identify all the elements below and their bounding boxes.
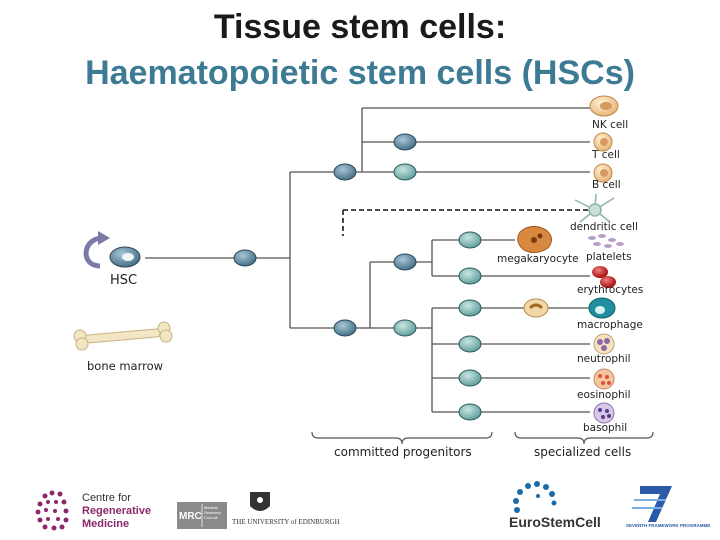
crm-text-2: Regenerative [82,505,152,517]
progenitor-cell-icon [333,319,357,337]
megakaryocyte-label: megakaryocyte [497,253,579,265]
platelets-label: platelets [586,251,632,263]
progenitor-cell-icon [458,299,482,317]
nk-cell-icon [589,95,619,117]
eurostemcell-text: EuroStemCell [509,514,601,530]
progenitor-cell-icon [333,163,357,181]
crm-logo-icon [35,490,69,531]
macrophage-icon [588,297,616,319]
t-cell-label: T cell [592,149,620,161]
b-cell-label: B cell [592,179,621,191]
progenitor-cells [233,133,482,421]
progenitor-cell-icon [393,253,417,271]
self-renewal-arrow-icon [83,231,110,269]
dendritic-cell-icon [574,193,615,223]
eosinophil-label: eosinophil [577,389,631,401]
eurostemcell-logo-icon [513,481,557,513]
progenitor-cell-icon [233,249,257,267]
hsc-label: HSC [110,273,138,288]
fp7-text: SEVENTH FRAMEWORK PROGRAMME [626,523,711,528]
connector-lines [145,107,590,413]
fp7-logo-icon [632,486,672,522]
platelets-icon [588,234,624,248]
mrc-sub-text: Medical Research Council [204,505,222,520]
nk-cell-label: NK cell [592,119,629,131]
basophil-label: basophil [583,422,628,434]
progenitor-cell-icon [458,369,482,387]
hsc-cell-icon [109,246,141,268]
progenitor-cell-icon [458,335,482,353]
progenitor-cell-icon [393,319,417,337]
crm-text-1: Centre for [82,492,131,504]
crm-text-3: Medicine [82,518,130,530]
bone-icon [73,321,173,351]
progenitor-cell-icon [458,267,482,285]
macrophage-label: macrophage [577,319,643,331]
title-line-1: Tissue stem cells: [213,8,507,46]
neutrophil-label: neutrophil [577,353,631,365]
dendritic-cell-label: dendritic cell [570,221,638,233]
braces [311,431,654,445]
progenitor-cell-icon [393,133,417,151]
progenitor-cell-icon [458,403,482,421]
basophil-icon [593,402,615,424]
erythrocytes-label: erythrocytes [577,284,644,296]
edinburgh-crest-icon [250,492,270,511]
title-line-2: Haematopoietic stem cells (HSCs) [85,54,635,92]
progenitor-cell-icon [458,231,482,249]
bone-marrow-label: bone marrow [87,359,164,373]
committed-progenitors-label: committed progenitors [334,445,472,459]
progenitor-cell-icon [393,163,417,181]
b-cell-icon [593,163,613,183]
edinburgh-text: THE UNIVERSITY of EDINBURGH [232,518,340,526]
neutrophil-icon [593,333,615,355]
t-cell-icon [593,132,613,152]
dashed-dendritic-line [342,209,590,236]
erythrocytes-icon [592,266,616,288]
eosinophil-icon [593,368,615,390]
mrc-text: MRC [179,511,202,522]
specialized-cells-label: specialized cells [534,445,632,459]
macrophage-left-icon [523,298,549,318]
megakaryocyte-icon [517,226,552,254]
